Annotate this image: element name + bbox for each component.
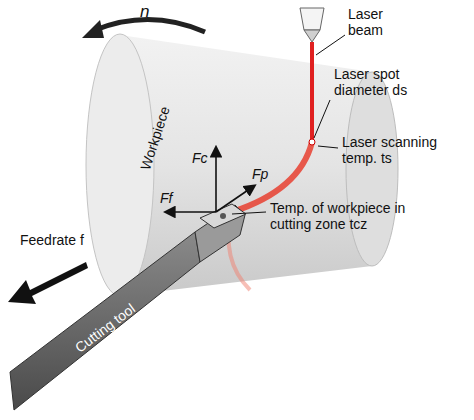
force-label: Fc	[192, 150, 222, 166]
rotation-label: n	[140, 2, 160, 21]
force-label: Fp	[252, 166, 282, 182]
rotation-arrowhead	[82, 20, 104, 38]
leader-line	[318, 146, 338, 148]
force-cutting	[215, 148, 217, 212]
force-label: Ff	[160, 190, 190, 206]
leader-line	[232, 212, 266, 214]
part-label: Laser scanning temp. ts	[342, 134, 472, 166]
insert-screw	[220, 213, 226, 219]
part-label: Temp. of workpiece in cutting zone tcz	[270, 200, 450, 232]
tool-shank	[10, 232, 200, 410]
rotation-arrow	[95, 19, 205, 32]
part-label: Laser spot diameter ds	[334, 66, 454, 98]
force-feed	[166, 211, 216, 213]
leader-line	[314, 100, 330, 138]
workpiece-end	[346, 72, 398, 266]
leader-line	[316, 35, 345, 55]
force-passive	[216, 186, 254, 212]
laser-spot	[309, 139, 315, 145]
laser-beam	[310, 42, 314, 142]
feed-label: Feedrate f	[20, 232, 120, 248]
part-label: Laser beam	[348, 6, 398, 38]
feed-arrow	[8, 262, 88, 304]
laser-nozzle	[300, 8, 324, 30]
laser-nozzle-tip	[304, 30, 320, 42]
